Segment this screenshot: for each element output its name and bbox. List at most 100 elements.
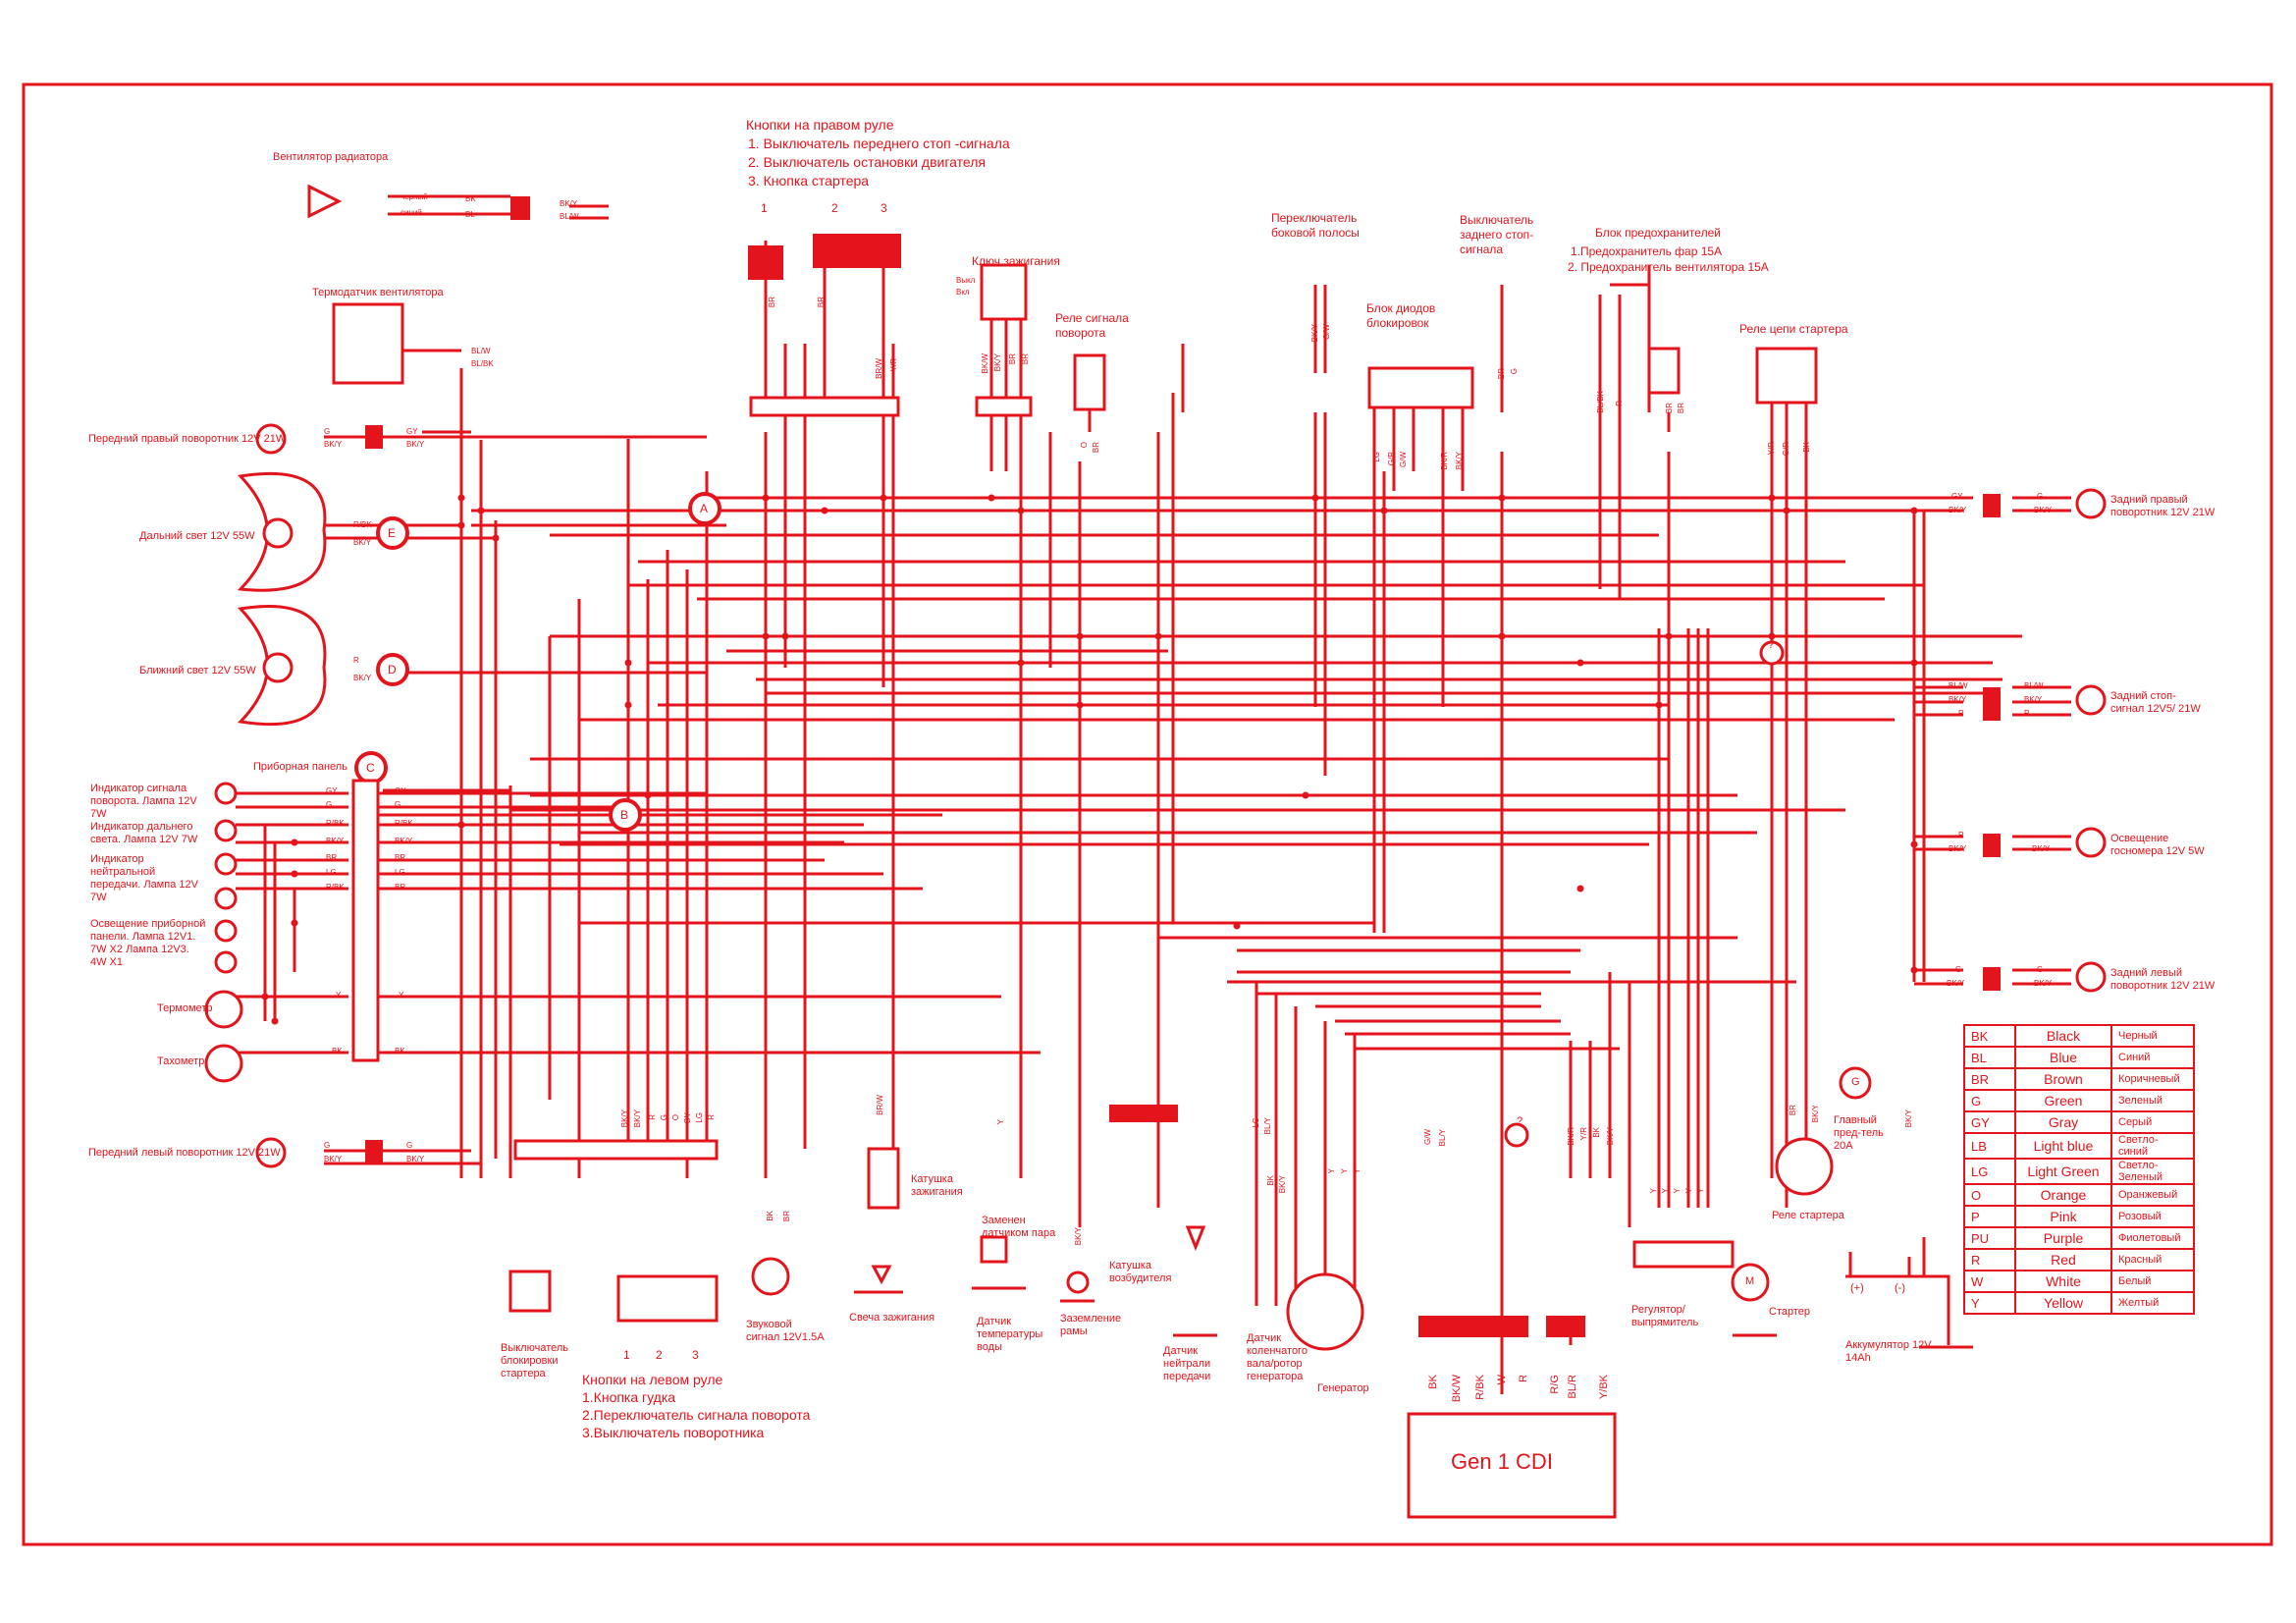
wc-rr-1: GY (1951, 492, 1963, 501)
wc-fuse-4: BR (1677, 403, 1685, 414)
wc-temp-1: Y (996, 1119, 1005, 1125)
gen-g-circle (1839, 1066, 1872, 1100)
fl-turn-conn (365, 1140, 383, 1163)
temp-box (980, 1235, 1008, 1264)
right-bar-conn (749, 396, 900, 417)
tacho-gauge (204, 1044, 243, 1083)
coil-label: Катушка зажигания (911, 1173, 963, 1198)
wc-pl-7: R/BK (326, 883, 345, 892)
wc-fan-3: BK/Y (560, 199, 578, 208)
regulator-box (1632, 1240, 1735, 1269)
temp-sw-label: Заменен датчиком пара (982, 1215, 1056, 1239)
exciter-label: Катушка возбудителя (1109, 1260, 1172, 1284)
turn-ind-label: Индикатор сигнала поворота. Лампа 12V 7W (90, 783, 197, 820)
legend-russian: Серый (2110, 1110, 2195, 1134)
turn-ind-bulb (214, 782, 238, 805)
wc-ground-1: BK/Y (1074, 1227, 1083, 1246)
marker-a-letter: A (700, 502, 709, 515)
legend-code: R (1963, 1248, 2016, 1271)
high-ind-label: Индикатор дальнего света. Лампа 12V 7W (90, 821, 198, 845)
wc-d-1: LG (1372, 452, 1381, 462)
legend-russian: Розовый (2110, 1205, 2195, 1228)
legend-russian: Белый (2110, 1270, 2195, 1293)
wc-horn-2: BR (782, 1211, 791, 1222)
horn (751, 1257, 790, 1296)
reg-q: ? (1517, 1115, 1523, 1127)
legend-english: Orange (2014, 1183, 2112, 1207)
fuse-item-1: 1.Предохранитель фар 15А (1571, 244, 1723, 258)
cdi-pin-7: BL/R (1567, 1375, 1578, 1399)
left-bar-item-3: 3.Выключатель поворотника (582, 1425, 765, 1440)
wc-neutral-2: BL/Y (1263, 1117, 1272, 1135)
rr-turn-conn (1983, 494, 2001, 517)
wc-d-3: G/W (1399, 452, 1408, 467)
cdi-pin-6: R/G (1549, 1375, 1561, 1394)
wc-pl-6: LG (326, 868, 337, 877)
wc-pr-3: R/BK (395, 819, 413, 828)
neutral-sensor-label: Датчик нейтрали передачи (1163, 1345, 1211, 1382)
legend-russian: Зеленый (2110, 1089, 2195, 1112)
panel-bulb-1 (214, 887, 238, 910)
left-bar-num-2: 2 (656, 1348, 663, 1362)
wc-reg-9: Y (1696, 1188, 1705, 1194)
fl-turn-bulb (255, 1137, 287, 1168)
component-boxes (332, 263, 1818, 1519)
right-bar-num-1: 1 (761, 201, 768, 215)
temp-sensor-label: Датчик температуры воды (977, 1316, 1043, 1353)
tail-label: Задний стоп-сигнал 12V5/ 21W (2110, 690, 2201, 715)
legend-code: G (1963, 1089, 2016, 1112)
ignition-label: Ключ зажигания (972, 254, 1060, 268)
legend-russian: Светло-синий (2110, 1132, 2195, 1160)
wc-pl-2: G (326, 800, 333, 809)
wc-ss-2: G/W (1322, 324, 1331, 340)
wc-frturn-1: G (324, 427, 331, 436)
gen-g-letter: G (1851, 1076, 1860, 1088)
wc-high-2: BK/Y (353, 538, 372, 547)
starter-motor (1731, 1263, 1770, 1302)
wc-tail-4: BL/W (2024, 681, 2044, 690)
wc-lb-5: O (671, 1114, 680, 1121)
fan-conn (510, 196, 530, 220)
wc-gen-1: Y (1327, 1168, 1336, 1174)
wc-low-1: R (353, 656, 359, 665)
panel-box (351, 779, 380, 1062)
fr-turn-conn (365, 425, 383, 449)
wc-reg-4: BK/Y (1606, 1127, 1615, 1146)
top-drops (764, 241, 1808, 511)
start-relay-box (1755, 347, 1818, 405)
marker-d (376, 653, 409, 686)
legend-russian: Фиолетовый (2110, 1226, 2195, 1250)
wc-horn-1: BK (766, 1211, 774, 1221)
legend-russian: Синий (2110, 1046, 2195, 1069)
wc-high-1: R/BK (353, 520, 372, 529)
fan-wire-1: черный (400, 192, 428, 201)
wc-rl-4: BK/Y (2034, 979, 2053, 988)
rear-brake-label: Выключатель заднего стоп-сигнала (1460, 213, 1534, 256)
wc-rl-3: G (2037, 965, 2044, 974)
wc-reg-6: Y (1661, 1188, 1670, 1194)
right-feeds (1914, 496, 2071, 986)
wc-pr-4: BK/Y (395, 837, 413, 845)
rl-turn-label: Задний левый поворотник 12V 21W (2110, 967, 2216, 992)
right-bar-num-3: 3 (881, 201, 887, 215)
panel-label: Приборная панель (253, 761, 347, 773)
tacho-label: Тахометр (157, 1055, 205, 1067)
fan-wire-2: синий (400, 208, 422, 217)
relay-q: ? (1768, 639, 1775, 651)
reg-q-circle (1504, 1122, 1529, 1148)
thermometer-label: Термометр (157, 1002, 213, 1014)
wc-rb-2: G (1510, 368, 1519, 375)
wc-sr-1: Y/R (1767, 442, 1776, 456)
relay-q-circle (1759, 640, 1785, 666)
plate-conn (1983, 834, 2001, 857)
ground-symbol (1066, 1271, 1090, 1294)
cdi-conn-1 (1418, 1316, 1528, 1337)
legend-english: Brown (2014, 1067, 2112, 1091)
wc-pl-5: BR (326, 853, 338, 862)
wc-flturn-2: BK/Y (324, 1155, 343, 1163)
